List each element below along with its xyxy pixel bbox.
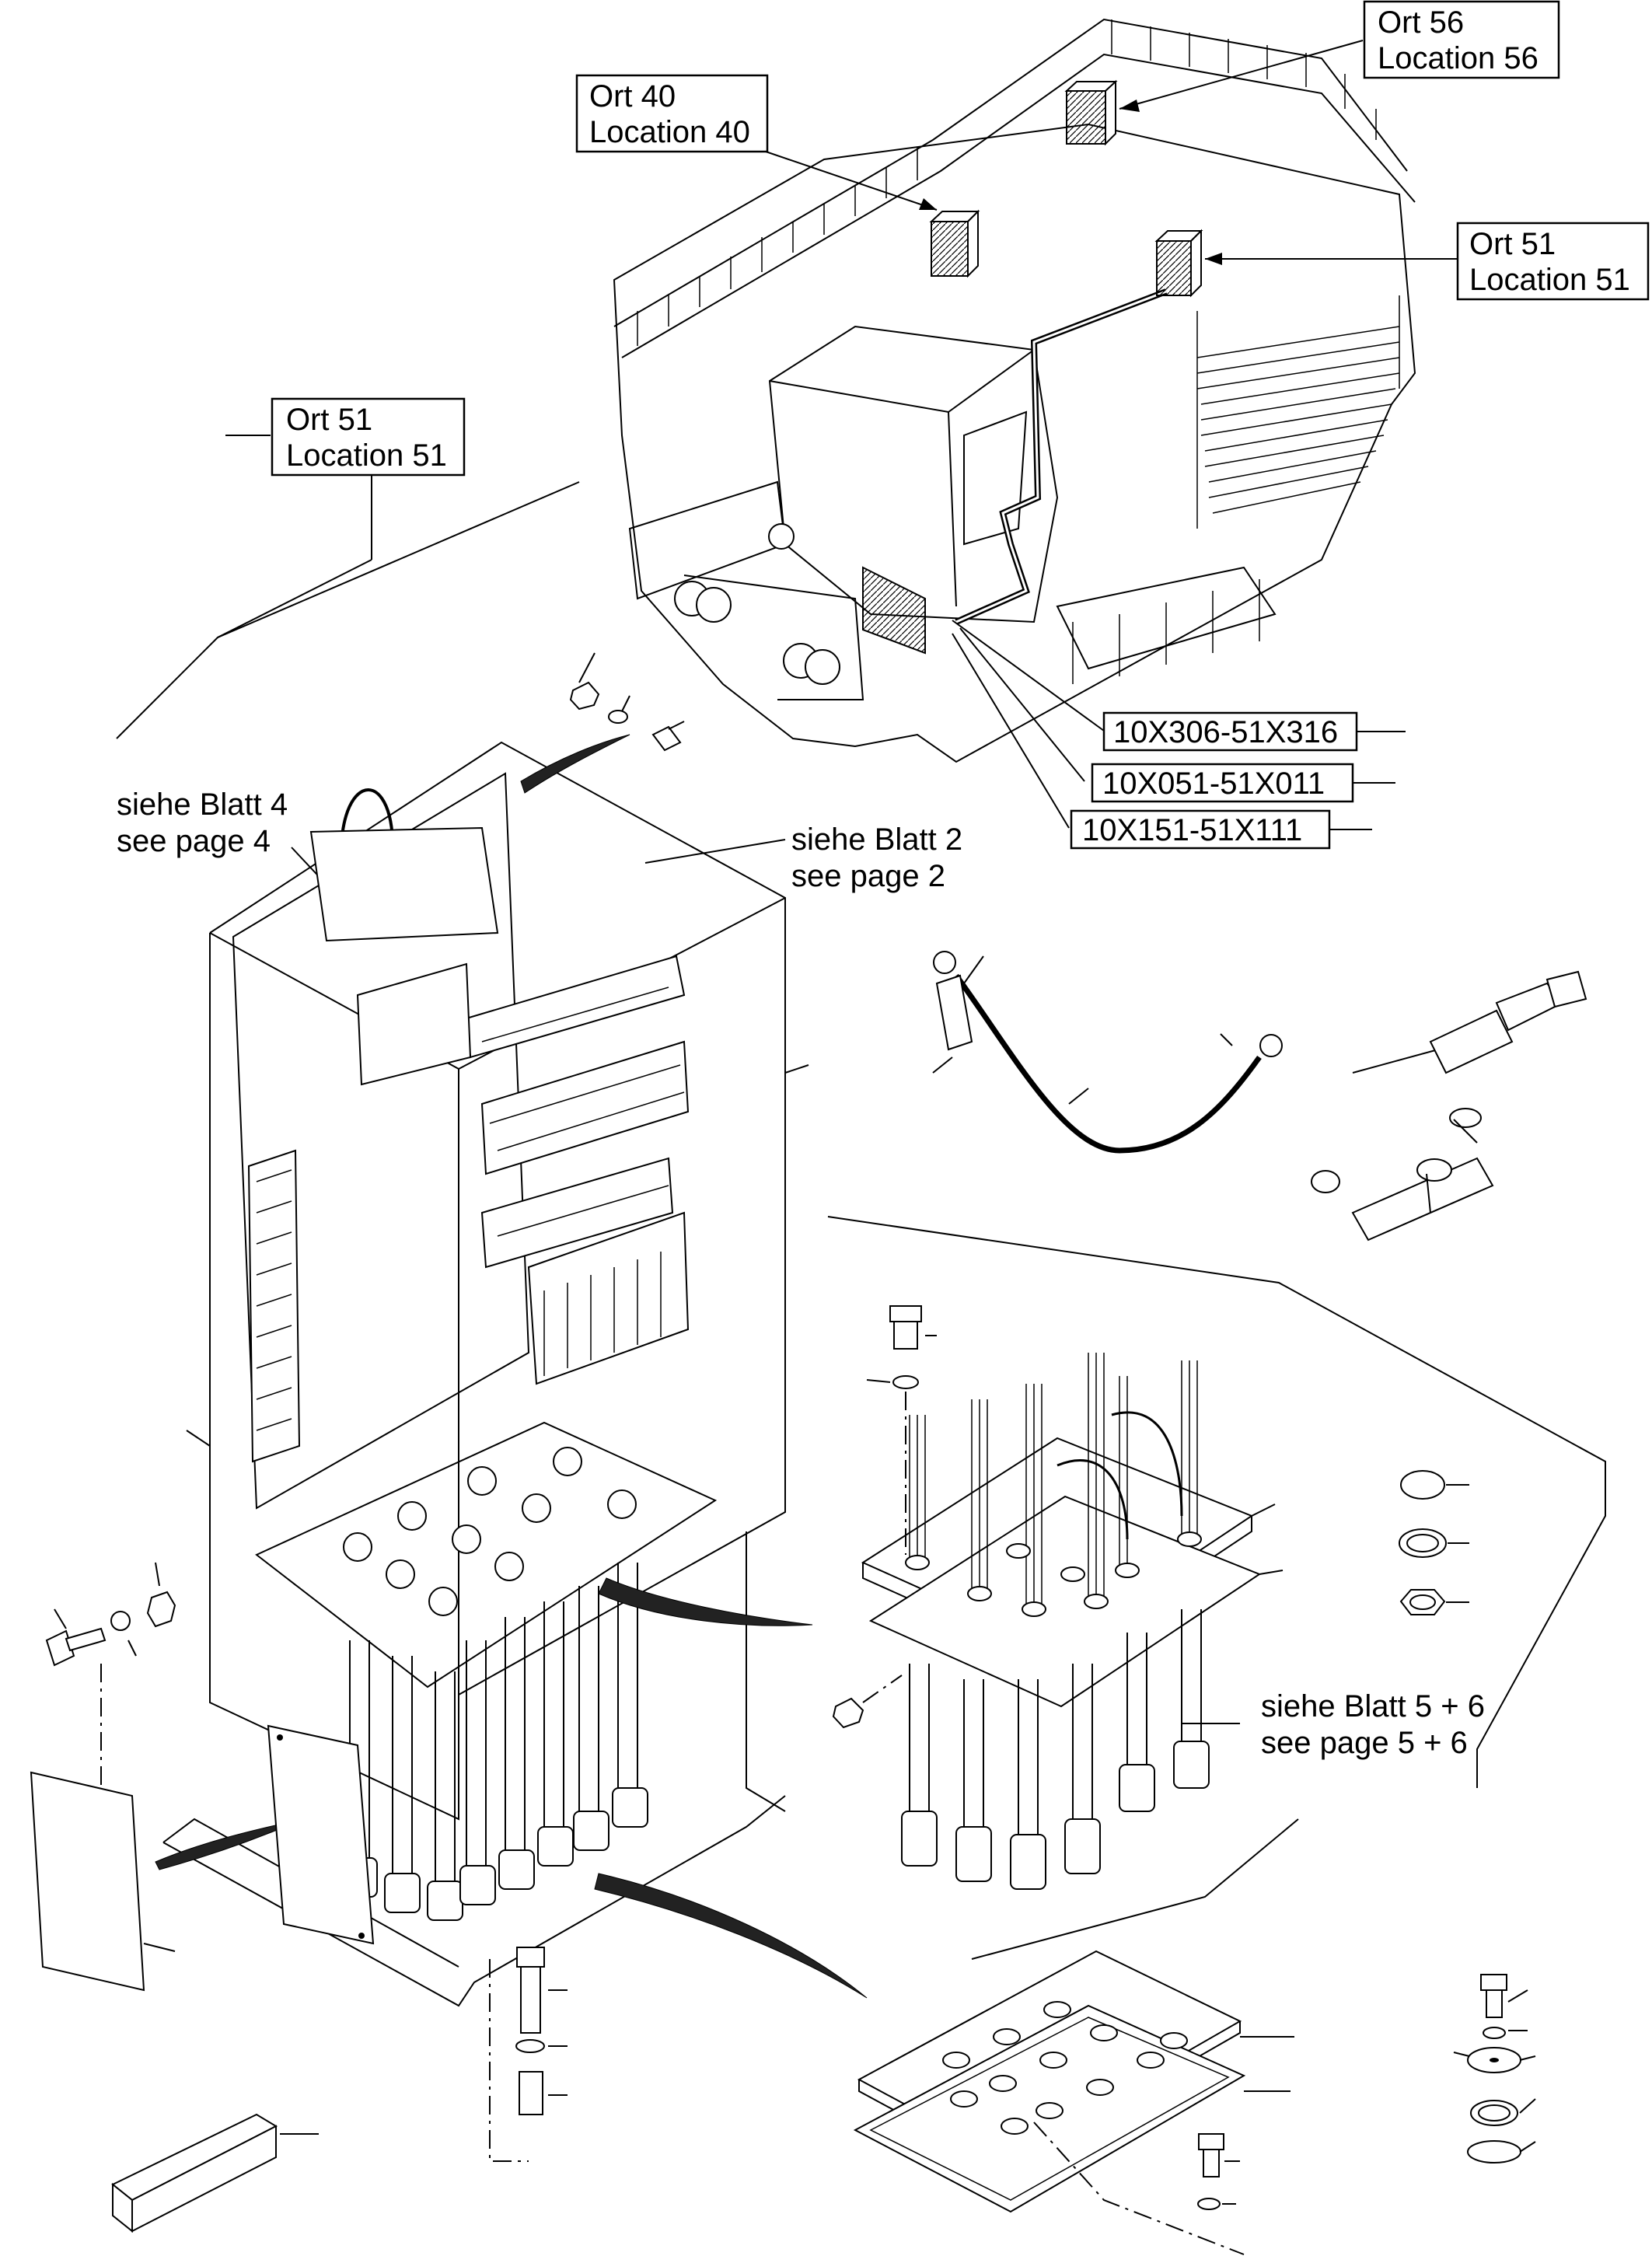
callout-location-51-top-line2: Location 51 bbox=[1469, 263, 1630, 297]
reference-page-5-6-en: see page 5 + 6 bbox=[1261, 1726, 1468, 1760]
cable-id: 10X306-51X316 bbox=[1113, 715, 1338, 749]
ground-cable bbox=[932, 951, 1283, 1154]
small-bolt-top bbox=[569, 652, 685, 752]
reference-page-5-6: siehe Blatt 5 + 6 see page 5 + 6 bbox=[1182, 1689, 1485, 1760]
callout-location-40-line2: Location 40 bbox=[589, 115, 750, 149]
callout-location-56: Ort 56 Location 56 bbox=[1363, 0, 1560, 79]
callout-location-40: Ort 40 Location 40 bbox=[575, 74, 769, 153]
cabinet-location-51 bbox=[1154, 229, 1203, 298]
cover-plate-left bbox=[30, 1771, 176, 1992]
switch-cabinet-assembly bbox=[155, 734, 868, 2007]
reference-page-4-de: siehe Blatt 4 bbox=[117, 788, 288, 822]
stud-set-bottom bbox=[489, 1947, 568, 2162]
cabinet-location-40 bbox=[929, 209, 980, 278]
bolt-washer-stack-right bbox=[1453, 1974, 1536, 2163]
sensor-assembly bbox=[1311, 970, 1587, 1242]
cable-id: 10X151-51X111 bbox=[1082, 813, 1302, 847]
washer-set-right bbox=[1399, 1470, 1469, 1615]
callout-location-56-line2: Location 56 bbox=[1378, 41, 1538, 75]
callout-location-51-left-line1: Ort 51 bbox=[286, 403, 372, 437]
cable-label-1: 10X306-51X316 bbox=[1102, 711, 1358, 752]
reference-page-2-de: siehe Blatt 2 bbox=[791, 822, 962, 857]
cable-label-3: 10X151-51X111 bbox=[1070, 809, 1331, 850]
machine-overview bbox=[613, 18, 1416, 763]
bottom-gland-plate bbox=[853, 1818, 1299, 2255]
callout-leaders bbox=[116, 40, 1458, 830]
callout-location-56-line1: Ort 56 bbox=[1378, 5, 1464, 40]
bolt-set-left bbox=[45, 1562, 176, 1788]
reference-page-5-6-de: siehe Blatt 5 + 6 bbox=[1261, 1689, 1485, 1723]
reference-page-4: siehe Blatt 4 see page 4 bbox=[117, 788, 351, 910]
cable-label-2: 10X051-51X011 bbox=[1091, 763, 1354, 803]
callout-location-40-line1: Ort 40 bbox=[589, 79, 676, 113]
edge-profile bbox=[111, 2113, 319, 2233]
callout-location-51-left-line2: Location 51 bbox=[286, 438, 447, 473]
reference-page-2: siehe Blatt 2 see page 2 bbox=[644, 822, 962, 893]
gland-plate-assembly bbox=[827, 1216, 1606, 1890]
reference-page-4-en: see page 4 bbox=[117, 824, 271, 858]
cable-id: 10X051-51X011 bbox=[1102, 767, 1325, 801]
reference-page-2-en: see page 2 bbox=[791, 859, 945, 893]
callout-location-51-left: Ort 51 Location 51 bbox=[271, 397, 466, 477]
callout-location-51-top-line1: Ort 51 bbox=[1469, 227, 1556, 261]
cabinet-location-56 bbox=[1064, 79, 1118, 146]
callout-location-51-top: Ort 51 Location 51 bbox=[1456, 222, 1650, 301]
